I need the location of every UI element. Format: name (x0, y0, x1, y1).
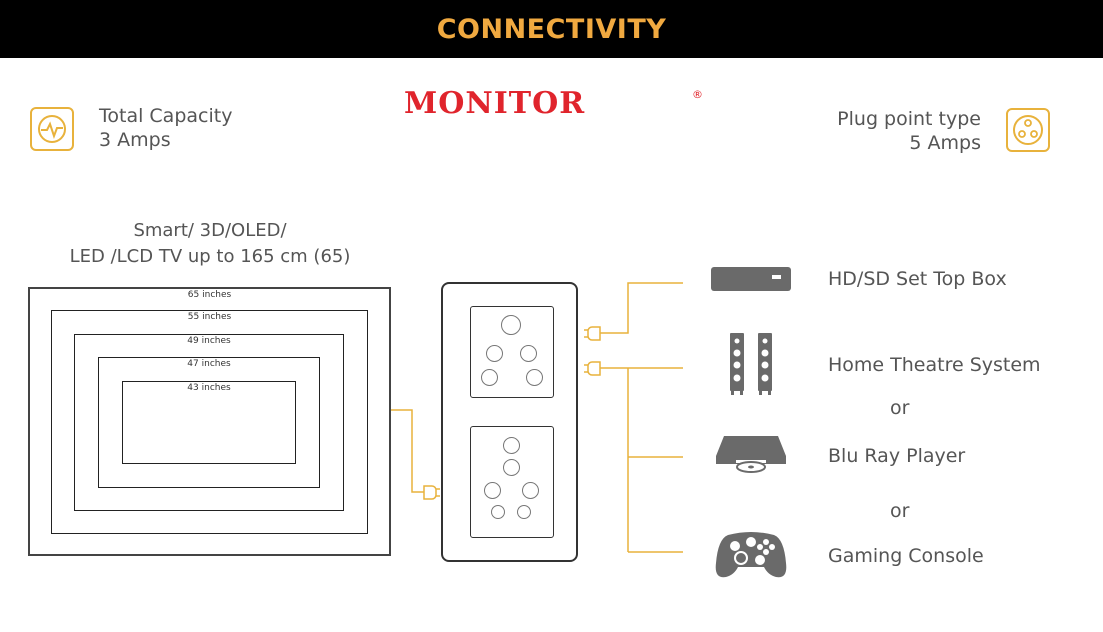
capacity-spec: Total Capacity 3 Amps (99, 104, 232, 152)
device-label-gaming-console: Gaming Console (828, 545, 984, 567)
brand-logo: MONITOR (404, 86, 586, 121)
tv-frame-43: 43 inches (122, 381, 296, 464)
capacity-label: Total Capacity (99, 105, 233, 127)
tv-caption-line2: LED /LCD TV up to 165 cm (65) (69, 246, 351, 267)
blu-ray-player-icon (714, 434, 788, 478)
plug-point-spec: Plug point type 5 Amps (837, 107, 981, 155)
tv-size-label: 55 inches (187, 312, 232, 322)
tv-size-label: 65 inches (187, 290, 232, 300)
tv-caption: Smart/ 3D/OLED/ LED /LCD TV up to 165 cm… (40, 218, 380, 270)
registered-mark: ® (692, 88, 703, 101)
device-label-set-top-box: HD/SD Set Top Box (828, 268, 1007, 290)
tv-size-label: 47 inches (187, 359, 231, 369)
plug-icon (423, 326, 601, 500)
tv-frame-55: 55 inches (51, 310, 368, 534)
gamepad-icon (714, 529, 788, 585)
tv-size-label: 49 inches (187, 336, 231, 346)
tv-size-label: 43 inches (187, 383, 231, 393)
speakers-icon (728, 333, 774, 399)
plug-point-label: Plug point type (837, 108, 981, 130)
or-label: or (890, 397, 910, 419)
set-top-box-icon (710, 266, 792, 296)
tv-frame-65: 65 inches (28, 287, 391, 556)
capacity-value: 3 Amps (99, 129, 171, 151)
device-label-home-theatre: Home Theatre System (828, 354, 1041, 376)
three-pin-socket-icon (1006, 108, 1050, 152)
tv-frame-49: 49 inches (74, 334, 344, 511)
plug-point-value: 5 Amps (909, 132, 981, 154)
socket-plate (441, 282, 578, 562)
tv-caption-line1: Smart/ 3D/OLED/ (133, 220, 287, 241)
tv-frame-47: 47 inches (98, 357, 320, 488)
upper-socket (470, 306, 554, 398)
or-label: or (890, 500, 910, 522)
header-bar: CONNECTIVITY (0, 0, 1103, 58)
lower-socket (470, 426, 554, 538)
header-title: CONNECTIVITY (436, 13, 667, 45)
pulse-icon (30, 107, 74, 151)
device-label-blu-ray: Blu Ray Player (828, 445, 966, 467)
